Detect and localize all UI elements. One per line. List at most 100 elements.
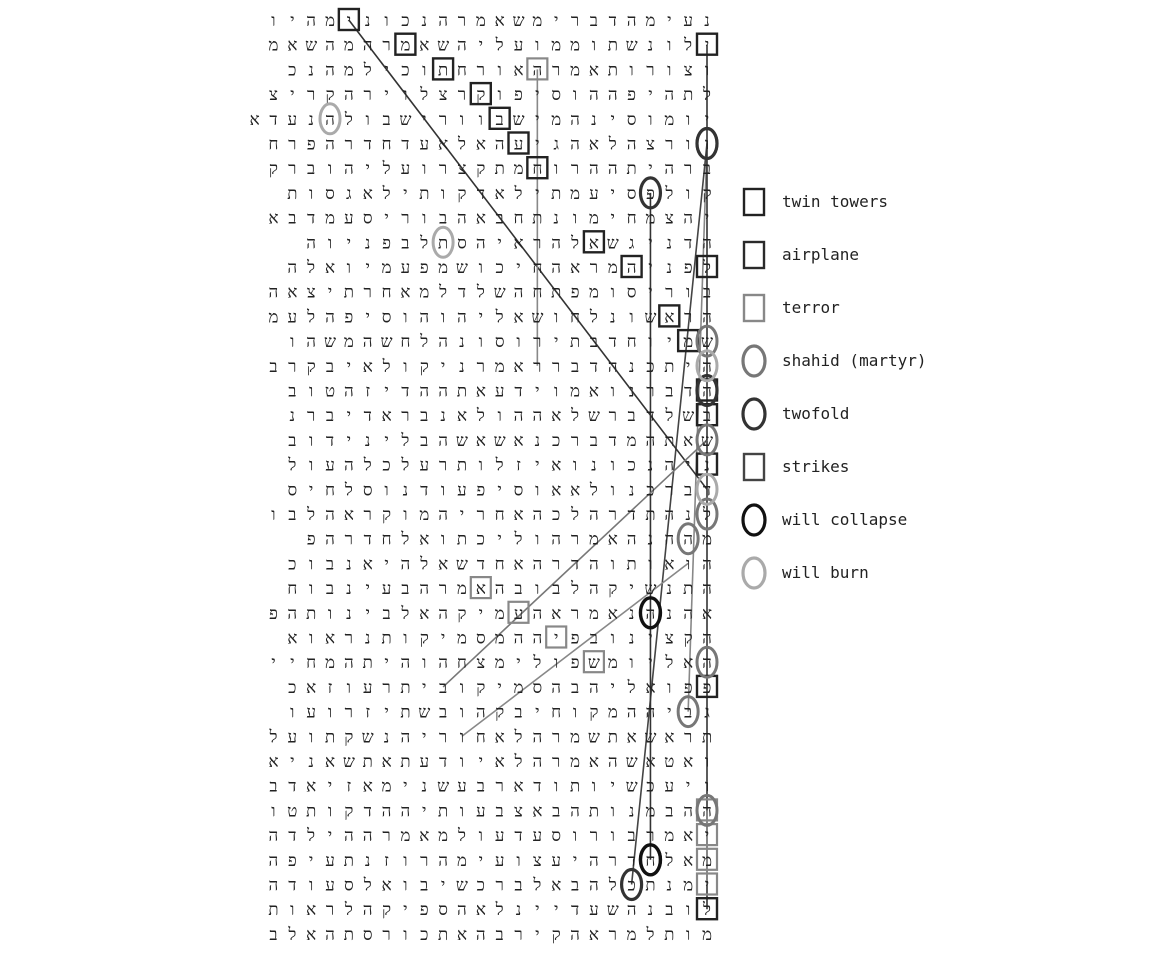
ellipse-mark <box>638 596 663 630</box>
grid-letter: י <box>422 678 426 698</box>
grid-letter: ה <box>287 258 297 278</box>
grid-letter: צ <box>476 653 485 673</box>
grid-letter: נ <box>365 851 371 871</box>
grid-letter: ו <box>667 36 671 56</box>
grid-letter: ו <box>309 727 313 747</box>
grid-letter: ו <box>573 85 577 105</box>
grid-letter: ב <box>288 505 296 525</box>
grid-letter: ד <box>364 801 372 821</box>
grid-letter: מ <box>495 653 505 673</box>
grid-letter: נ <box>553 209 559 229</box>
grid-letter: ה <box>457 307 467 327</box>
grid-letter: ו <box>309 382 313 402</box>
grid-letter: ע <box>287 110 297 130</box>
grid-letter: א <box>513 60 523 80</box>
grid-letter: פ <box>307 135 316 155</box>
grid-letter: ר <box>382 36 390 56</box>
grid-letter: ש <box>494 283 506 303</box>
grid-letter: ה <box>608 85 618 105</box>
grid-letter: כ <box>627 456 635 476</box>
grid-letter: מ <box>589 530 599 550</box>
grid-letter: ה <box>363 900 373 920</box>
grid-letter: ר <box>514 925 522 945</box>
grid-letter: נ <box>365 629 371 649</box>
grid-letter: ו <box>573 703 577 723</box>
grid-letter: א <box>249 110 259 130</box>
grid-letter: נ <box>667 604 673 624</box>
grid-letter: ל <box>457 135 466 155</box>
grid-letter: א <box>608 604 618 624</box>
grid-letter: ה <box>438 653 448 673</box>
grid-letter: ב <box>496 925 504 945</box>
grid-letter: ה <box>514 629 524 649</box>
grid-letter: ת <box>608 727 618 747</box>
grid-letter: ו <box>686 135 690 155</box>
grid-letter: ג <box>553 135 559 155</box>
grid-letter: ה <box>363 332 373 352</box>
grid-letter: ל <box>400 456 409 476</box>
grid-letter: ב <box>477 777 485 797</box>
grid-letter: ש <box>512 11 524 31</box>
grid-letter: ח <box>287 579 297 599</box>
grid-letter: ו <box>535 36 539 56</box>
grid-letter: ו <box>347 678 351 698</box>
grid-letter: ע <box>419 135 429 155</box>
grid-letter: ה <box>551 678 561 698</box>
grid-letter: ש <box>588 727 600 747</box>
grid-letter: ו <box>611 382 615 402</box>
grid-letter: ו <box>667 60 671 80</box>
ellipse-mark <box>676 695 700 729</box>
grid-letter: ה <box>664 159 674 179</box>
grid-letter: פ <box>420 258 429 278</box>
grid-letter: י <box>384 653 388 673</box>
grid-letter: ד <box>514 826 522 846</box>
grid-letter: נ <box>365 11 371 31</box>
grid-letter: ל <box>287 456 296 476</box>
grid-letter: נ <box>629 604 635 624</box>
grid-letter: ש <box>418 703 430 723</box>
grid-letter: מ <box>608 653 618 673</box>
grid-letter: ש <box>644 579 656 599</box>
grid-letter: י <box>535 85 539 105</box>
grid-letter: ו <box>686 900 690 920</box>
grid-letter: ו <box>441 530 445 550</box>
grid-letter: י <box>328 777 332 797</box>
grid-letter: י <box>686 456 690 476</box>
grid-letter: ה <box>570 135 580 155</box>
grid-letter: ק <box>476 678 485 698</box>
grid-letter: ו <box>535 530 539 550</box>
grid-letter: ה <box>627 258 637 278</box>
grid-letter: ב <box>627 826 635 846</box>
grid-letter: ו <box>460 801 464 821</box>
grid-letter: י <box>441 876 445 896</box>
grid-letter: ו <box>479 332 483 352</box>
grid-letter: י <box>441 357 445 377</box>
grid-letter: ל <box>495 307 504 327</box>
grid-letter: א <box>570 480 580 500</box>
grid-letter: א <box>344 505 354 525</box>
grid-letter: ו <box>479 258 483 278</box>
grid-letter: א <box>381 406 391 426</box>
grid-letter: א <box>363 777 373 797</box>
grid-letter: י <box>271 653 275 673</box>
grid-letter: נ <box>704 11 710 31</box>
grid-letter: ר <box>345 703 353 723</box>
grid-letter: ל <box>608 135 617 155</box>
ellipse-mark <box>638 843 663 877</box>
grid-letter: ל <box>306 826 315 846</box>
grid-letter: ר <box>590 258 598 278</box>
grid-letter: א <box>476 209 486 229</box>
grid-letter: ו <box>403 85 407 105</box>
grid-letter: מ <box>627 431 637 451</box>
legend-label: shahid (martyr) <box>782 351 927 370</box>
grid-letter: י <box>667 703 671 723</box>
grid-letter: ד <box>364 135 372 155</box>
grid-letter: ה <box>532 554 542 574</box>
grid-letter: א <box>325 629 335 649</box>
square-mark <box>526 155 549 180</box>
grid-letter: ה <box>419 579 429 599</box>
connector-line <box>442 439 708 688</box>
grid-letter: ר <box>495 777 503 797</box>
grid-letter: ב <box>665 900 673 920</box>
grid-letter: ה <box>627 900 637 920</box>
